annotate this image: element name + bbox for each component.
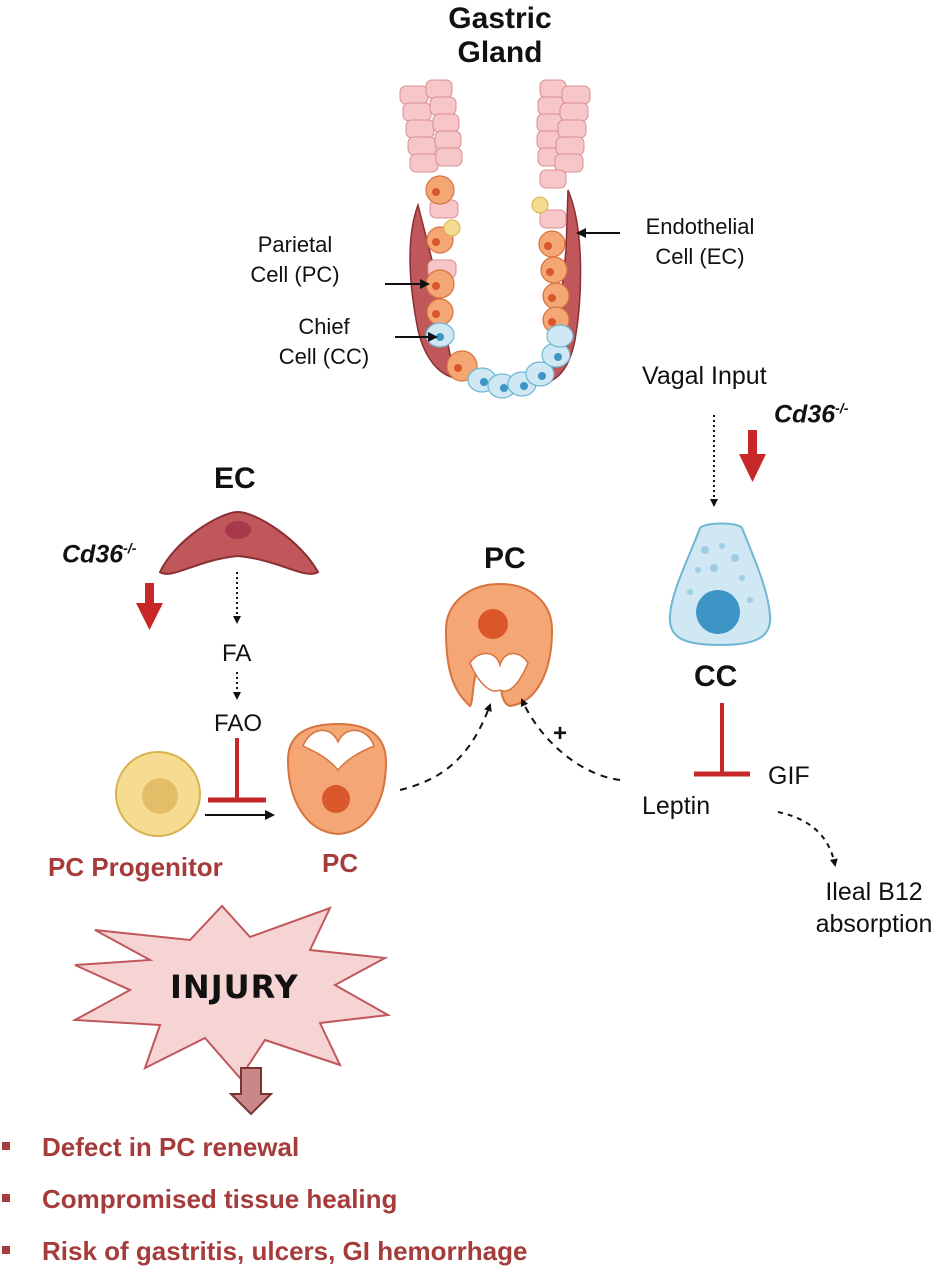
cc-title: CC [694,660,738,693]
injury-label: INJURY [170,968,299,1006]
vagal-input-label: Vagal Input [642,362,767,390]
chief-label-line2: Cell (CC) [278,344,370,369]
parietal-cell-label: Parietal Cell (PC) [240,230,350,290]
bullet-square-icon [2,1246,10,1254]
endothelial-cell-icon [158,510,320,575]
gif-label: GIF [768,762,810,790]
leptin-label: Leptin [642,792,711,820]
chief-cell-label: Chief Cell (CC) [264,312,384,372]
gastric-gland-illustration [399,79,591,399]
injury-burst-icon [71,904,392,1080]
bullet-square-icon [2,1142,10,1150]
ec-title: EC [214,462,256,495]
gif-to-b12-arrow [777,811,838,867]
consequence-text: Compromised tissue healing [42,1184,398,1214]
chief-cell-icon [668,522,772,647]
gland-parietal-cells [425,175,570,382]
gland-chief-cells [425,322,574,399]
parietal-cell-large-icon [444,582,554,708]
pc-progenitor-label: PC Progenitor [48,852,223,882]
fao-label: FAO [214,710,263,737]
cd36-knockout-right: Cd36-/- [774,400,848,429]
decrease-arrow-right-icon [739,430,766,482]
gland-right-wall [536,79,591,229]
parietal-cell-small-icon [286,722,388,836]
b12-absorption-label: Ileal B12 absorption [804,876,944,940]
endothelial-label-line2: Cell (EC) [655,244,745,269]
cd36-knockout-left: Cd36-/- [62,540,136,569]
b12-line1: Ileal B12 [825,878,923,906]
inhibit-symbol-left [208,738,266,803]
positive-effect-plus: + [553,720,568,747]
leptin-to-pc-arrow [520,698,621,781]
pc-title: PC [484,542,526,575]
cd36-right-text: Cd36 [774,400,836,429]
pc-maturation-arrow [399,703,492,791]
inhibit-symbol-right [694,703,750,777]
endothelial-label-line1: Endothelial [645,214,755,239]
gland-title-line1: Gastric [448,2,552,35]
gland-left-wall [399,79,463,279]
gastric-gland-title: Gastric Gland [440,2,560,70]
fa-label: FA [222,640,252,667]
cd36-left-text: Cd36 [62,540,124,569]
endothelial-cell-label: Endothelial Cell (EC) [630,212,770,272]
pc-progenitor-cell-icon [115,751,201,837]
consequence-text: Risk of gastritis, ulcers, GI hemorrhage [42,1236,528,1266]
cd36-right-sup: -/- [835,400,849,416]
pc-lower-label: PC [322,848,359,878]
parietal-label-line2: Cell (PC) [250,262,340,287]
chief-label-line1: Chief [298,314,350,339]
cd36-left-sup: -/- [123,540,137,556]
consequence-text: Defect in PC renewal [42,1132,300,1162]
parietal-label-line1: Parietal [257,232,333,257]
gland-title-line2: Gland [457,36,543,69]
decrease-arrow-icon [136,583,163,630]
down-arrow-icon [228,1067,274,1116]
b12-line2: absorption [815,910,933,938]
bullet-square-icon [2,1194,10,1202]
